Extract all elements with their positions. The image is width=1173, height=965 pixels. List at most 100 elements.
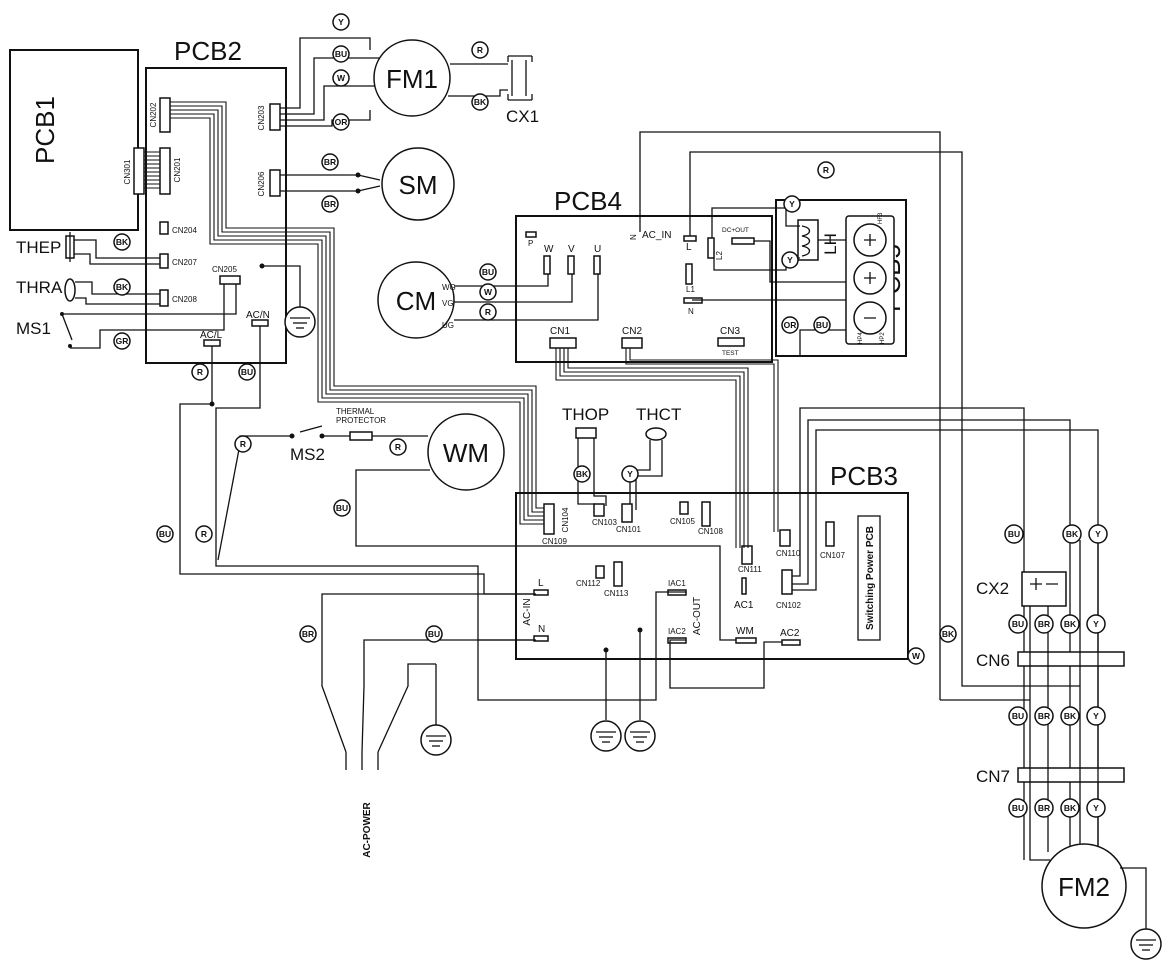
tag-fm1-or: OR [335, 117, 348, 127]
cn112-label: CN112 [576, 579, 601, 588]
tag-h1-y: Y [1095, 529, 1101, 539]
tag-fm1-w: W [337, 73, 346, 83]
cn203-label: CN203 [257, 105, 266, 130]
tag-thop-bk: BK [576, 469, 589, 479]
ac1-label: AC1 [734, 600, 754, 611]
thermal-protector-line2: PROTECTOR [336, 416, 386, 425]
pcb3-ac-in-label: AC-IN [522, 598, 533, 625]
cn207-connector [159, 253, 169, 269]
thep-sensor [65, 232, 75, 262]
cn110-label: CN110 [776, 549, 801, 558]
cn204-label: CN204 [172, 226, 197, 235]
cn104-connector [543, 503, 555, 535]
pcb5-hp4: HP4 [858, 332, 864, 344]
thep-wires [74, 239, 162, 265]
cn204-connector [159, 221, 169, 235]
cn3-test: TEST [722, 350, 739, 357]
cn110-connector [779, 529, 791, 547]
tag-cm-bu: BU [482, 267, 494, 277]
pcb4-n-left: N [629, 234, 638, 240]
cn202-label: CN202 [149, 102, 158, 127]
switching-power-box [857, 515, 881, 641]
cm-label: CM [396, 286, 436, 316]
cx2-label: CX2 [976, 579, 1009, 598]
cn102-label: CN102 [776, 601, 801, 610]
wire-tags: Y BU W OR R BK BR BR BK BK GR R BU R R B… [113, 13, 1108, 818]
tag-h4-bu: BU [1012, 803, 1024, 813]
lh-label: LH [821, 233, 840, 255]
cn1-connector [549, 337, 577, 349]
sm-wires [280, 174, 381, 192]
cord-ground-icon [420, 724, 452, 756]
cn201-label: CN201 [173, 157, 182, 182]
pcb2-acn-label: AC/N [246, 310, 270, 321]
tag-h3-bu: BU [1012, 711, 1024, 721]
fm2-ground-icon [1130, 928, 1162, 960]
pcb2-outline [145, 67, 287, 364]
cn6-label: CN6 [976, 651, 1010, 670]
cm-ug: UG [442, 321, 454, 330]
cm-wg: WG [442, 283, 456, 292]
tag-h2-bu: BU [1012, 619, 1024, 629]
pcb2-ground-icon [284, 306, 316, 338]
tag-fm1-bk: BK [474, 97, 487, 107]
pcb1-pcb2-bus [133, 147, 171, 195]
cn113-connector [613, 561, 623, 587]
pcb2-acl-label: AC/L [200, 330, 223, 341]
cn1-label: CN1 [550, 326, 570, 337]
cn301-label: CN301 [123, 159, 132, 184]
tag-pcb5-bu: BU [816, 320, 828, 330]
pcb4-w: W [544, 244, 554, 255]
fm2-label: FM2 [1058, 872, 1110, 902]
cn7-label: CN7 [976, 767, 1010, 786]
tag-cord-br: BR [302, 629, 314, 639]
pcb4-outline [515, 215, 773, 363]
ms1-label: MS1 [16, 319, 51, 338]
pcb3-ground-icon-1 [590, 720, 622, 752]
tag-h3-y: Y [1093, 711, 1099, 721]
tag-h3-br: BR [1038, 711, 1050, 721]
fm2-harness [1029, 540, 1099, 862]
tag-h3-bk: BK [1064, 711, 1077, 721]
pcb3-label: PCB3 [830, 461, 898, 491]
tag-h1-bu: BU [1008, 529, 1020, 539]
pcb1-label: PCB1 [30, 96, 60, 164]
cn113-label: CN113 [604, 589, 629, 598]
tag-h4-br: BR [1038, 803, 1050, 813]
ac-power-cord [321, 593, 536, 770]
pcb3-n-label: N [538, 624, 545, 635]
pcb4-p: P [528, 239, 533, 248]
cn112-connector [595, 565, 605, 579]
tag-wm-bu: BU [336, 503, 348, 513]
tag-thep-bk: BK [116, 237, 129, 247]
pcb4-l: L [686, 242, 692, 253]
tag-h1-bk: BK [1066, 529, 1079, 539]
cn2-connector [621, 337, 643, 349]
fm2-motor [1041, 843, 1127, 929]
pcb3-ground-icon-2 [624, 720, 656, 752]
pcb3-l-label: L [538, 578, 544, 589]
thep-label: THEP [16, 238, 61, 257]
iac1-label: IAC1 [668, 579, 686, 588]
thct-label: THCT [636, 405, 681, 424]
cm-vg: VG [442, 299, 454, 308]
cn107-connector [825, 521, 835, 547]
tag-h2-bk: BK [1064, 619, 1077, 629]
cn103-label: CN103 [592, 518, 617, 527]
pcb2-label: PCB2 [174, 36, 242, 66]
cn206-label: CN206 [257, 171, 266, 196]
tag-cord-bu: BU [428, 629, 440, 639]
tag-sm-br-2: BR [324, 199, 336, 209]
tag-cm-w: W [484, 287, 493, 297]
cn3-label: CN3 [720, 326, 740, 337]
wm-label: WM [443, 438, 489, 468]
tag-pcb2-r: R [197, 367, 203, 377]
pcb3-wm-label: WM [736, 626, 754, 637]
cn108-label: CN108 [698, 527, 723, 536]
cn111-label: CN111 [738, 565, 762, 574]
cn202-connector [159, 97, 171, 133]
sm-motor [381, 147, 455, 221]
tag-fm1-y: Y [338, 17, 344, 27]
tag-thct-y: Y [627, 469, 633, 479]
